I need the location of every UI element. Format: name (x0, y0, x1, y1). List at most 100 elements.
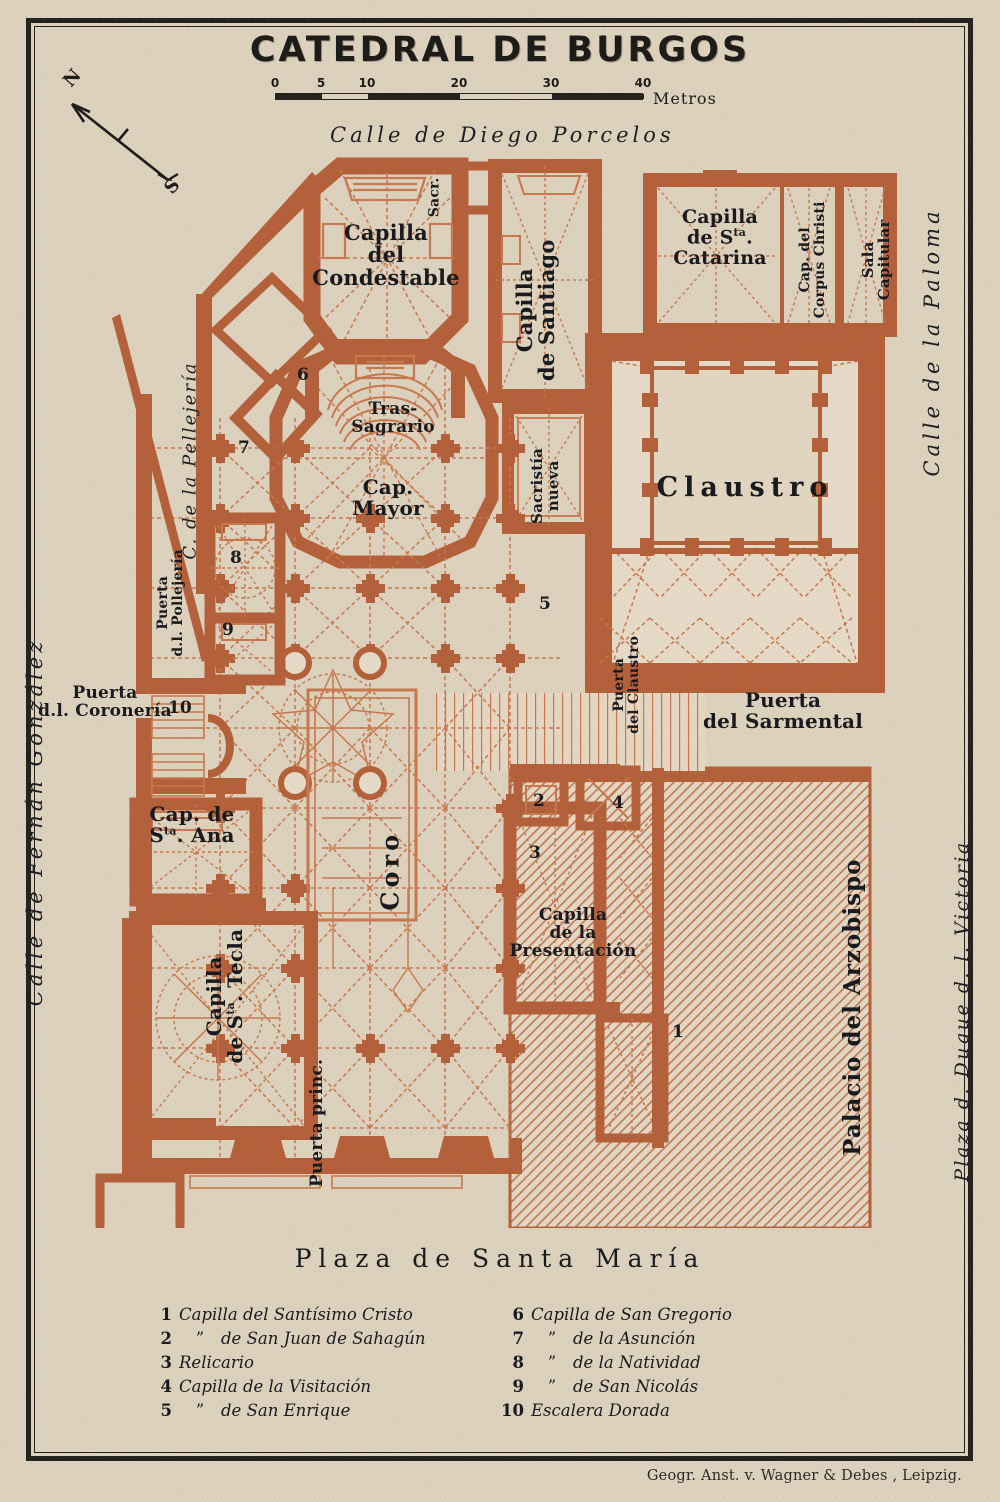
legend-text: de la Natividad (573, 1353, 701, 1372)
plan-number-2: 2 (533, 791, 545, 811)
plan-number-9: 9 (222, 620, 234, 640)
legend-text: Capilla de San Gregorio (531, 1305, 732, 1324)
legend-text: Relicario (179, 1353, 254, 1372)
label-tras-sagrario: Tras- Sagrario (338, 400, 448, 436)
label-capilla-sta-catarina: Capilla de Sta. Catarina (655, 207, 785, 268)
label-line: Capitular (875, 219, 893, 301)
legend-number: 5 (160, 1401, 172, 1420)
legend-number: 1 (160, 1305, 172, 1324)
plan-number-10: 10 (168, 698, 192, 718)
label-cap-corpus-christi: Cap. del Corpus Christi (797, 185, 828, 335)
label-line: de Santiago (534, 239, 559, 382)
street-diego-porcelos: Calle de Diego Porcelos (330, 123, 675, 147)
legend-number: 2 (160, 1329, 172, 1348)
legend-item: 7 ” de la Asunción (500, 1329, 848, 1348)
label-line: Corpus Christi (812, 201, 828, 319)
label-sacristia-nueva: Sacristía nueva (528, 421, 562, 551)
street-plaza-santa-maria: Plaza de Santa María (294, 1244, 706, 1273)
sarmental-porch-hatch (435, 693, 705, 771)
label-capilla-presentacion: Capilla de la Presentación (493, 906, 653, 960)
legend-number: 9 (512, 1377, 524, 1396)
legend-text: Capilla del Santísimo Cristo (179, 1305, 413, 1324)
plan-number-3: 3 (529, 843, 541, 863)
label-line: Tras- (368, 399, 418, 419)
label-puerta-del-sarmental: Puerta del Sarmental (678, 689, 888, 732)
scale-bar: 0 5 10 20 30 40 Metros (253, 76, 753, 110)
label-line: Capilla (538, 905, 608, 925)
legend-text: de San Juan de Sahagún (221, 1329, 426, 1348)
legend-text: de San Enrique (221, 1401, 351, 1420)
legend-item: 9 ” de San Nicolás (500, 1377, 848, 1396)
label-line: de Sta. Tecla (223, 928, 247, 1064)
compass-north-label: N (59, 65, 86, 91)
street-la-paloma: Calle de la Paloma (920, 207, 944, 477)
legend-number: 6 (512, 1305, 524, 1324)
scale-bar-graphic (275, 93, 644, 100)
legend-number: 8 (512, 1353, 524, 1372)
label-line: Puerta (72, 683, 138, 703)
label-line: del Claustro (626, 635, 642, 734)
label-puerta-coroneria: Puerta d.l. Coronería (30, 684, 180, 720)
scale-tick-10: 10 (358, 76, 376, 90)
legend-ditto: ” (547, 1329, 557, 1348)
label-sacr: Sacr. (426, 177, 443, 218)
label-line: Mayor (352, 496, 424, 521)
scale-tick-5: 5 (316, 76, 326, 90)
scale-tick-40: 40 (634, 76, 652, 90)
plan-number-8: 8 (230, 548, 242, 568)
cap-mayor (305, 339, 465, 451)
legend-text: de San Nicolás (573, 1377, 699, 1396)
southeast-chapels (503, 764, 669, 1148)
plan-number-5: 5 (539, 594, 551, 614)
plan-number-7: 7 (238, 438, 250, 458)
label-capilla-santiago: Capilla de Santiago (512, 200, 559, 420)
escalera-dorada (151, 695, 234, 797)
label-puerta-del-claustro: Puerta del Claustro (611, 615, 642, 755)
street-fernan-gonzalez: Calle de Fernán González (23, 637, 47, 1007)
label-capilla-condestable: Capilla del Condestable (306, 221, 466, 290)
label-line: Condestable (312, 264, 460, 290)
label-line: d.l. Pollejería (170, 549, 186, 657)
label-coro: Coro (375, 830, 405, 911)
publisher-credit: Geogr. Anst. v. Wagner & Debes , Leipzig… (646, 1468, 962, 1484)
legend-text: Escalera Dorada (531, 1401, 670, 1420)
label-cap-sta-ana: Cap. de Sta. Ana (127, 803, 257, 848)
label-puerta-pollejeria: Puerta d.l. Pollejería (155, 528, 186, 678)
page-title: CATEDRAL DE BURGOS (249, 30, 751, 70)
legend-item: 6 Capilla de San Gregorio (500, 1305, 848, 1324)
label-line: Puerta (155, 575, 172, 630)
label-line: del (367, 242, 405, 268)
plan-number-6: 6 (297, 365, 309, 385)
label-line: Capilla (201, 956, 226, 1037)
legend-text: de la Asunción (573, 1329, 696, 1348)
northwest-chapels (204, 271, 333, 686)
plan-number-4: 4 (612, 793, 624, 813)
label-claustro: Claustro (656, 472, 834, 503)
coro-enclosure (306, 688, 418, 922)
label-cap-mayor: Cap. Mayor (340, 475, 436, 521)
perimeter-walls (95, 172, 326, 1228)
label-line: Sta. Ana (149, 823, 235, 848)
legend-number: 3 (160, 1353, 172, 1372)
label-line: Presentación (509, 941, 637, 962)
label-line: Catarina (673, 246, 767, 269)
label-capilla-sta-tecla: Capilla de Sta. Tecla (201, 881, 247, 1111)
legend-ditto: ” (547, 1353, 557, 1372)
label-puerta-princ: Puerta princ. (306, 1058, 327, 1188)
label-line: Cap. (362, 475, 414, 499)
legend-item: 1 Capilla del Santísimo Cristo (148, 1305, 500, 1324)
label-line: Sagrario (351, 417, 435, 438)
palacio-arzobispo-block (508, 766, 872, 1228)
label-line: nueva (544, 460, 562, 512)
map-frame-inner (34, 26, 965, 1453)
legend-number: 10 (501, 1401, 524, 1420)
legend: 1 Capilla del Santísimo Cristo 6 Capilla… (148, 1305, 848, 1420)
legend-item: 5 ” de San Enrique (148, 1401, 500, 1420)
legend-number: 7 (512, 1329, 524, 1348)
sacristia-nueva (502, 402, 596, 534)
label-line: Capilla (681, 206, 759, 228)
legend-item: 2 ” de San Juan de Sahagún (148, 1329, 500, 1348)
label-line: de la (549, 923, 597, 944)
south-aisle-wall (280, 1138, 522, 1174)
